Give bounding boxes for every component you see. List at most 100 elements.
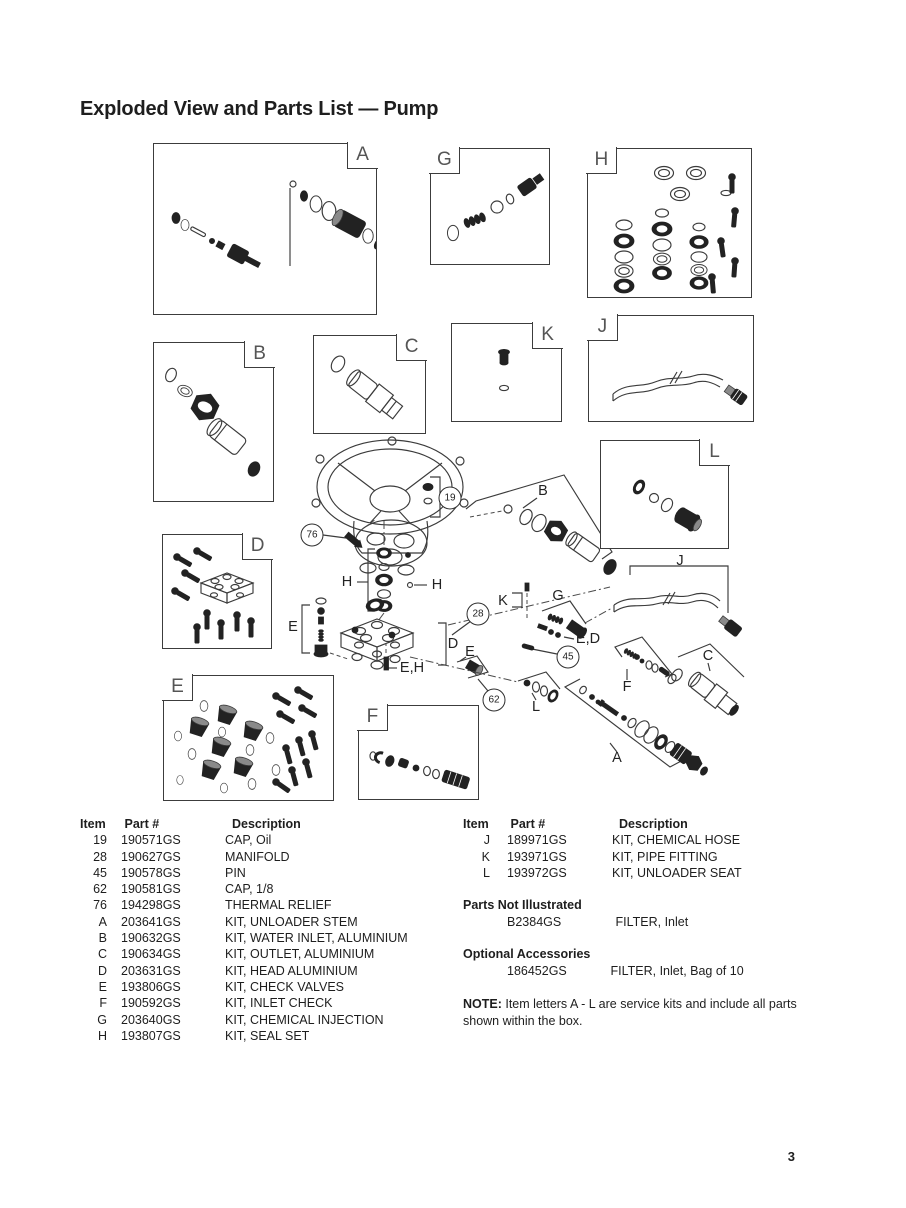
exploded-art-a — [171, 180, 376, 269]
parts-cell-item: A — [98, 914, 107, 929]
diagram-box-label-b: B — [243, 341, 275, 369]
parts-cell-description: KIT, CHEMICAL INJECTION — [225, 1012, 384, 1027]
parts-not-illustrated-row: B2384GS FILTER, Inlet — [463, 914, 688, 930]
callout-letter-f: F — [622, 679, 632, 695]
note-body: Item letters A - L are service kits and … — [463, 997, 797, 1028]
diagram-box-j: J — [587, 314, 754, 422]
parts-cell-part: 190627GS — [121, 849, 181, 864]
parts-cell-part: 194298GS — [121, 898, 181, 913]
parts-table-left-header: Item Part # Description — [80, 816, 408, 832]
callout-letter-h-left: H — [341, 574, 353, 590]
parts-table-row: A 203641GS KIT, UNLOADER STEM — [80, 914, 408, 930]
diagram-box-e: E — [162, 674, 334, 801]
optional-accessories-section: Optional Accessories 186452GS FILTER, In… — [463, 946, 744, 979]
parts-cell-description: KIT, UNLOADER STEM — [225, 914, 358, 929]
diagram-box-label-l: L — [698, 439, 730, 467]
parts-not-illustrated-title: Parts Not Illustrated — [463, 898, 582, 912]
parts-not-illustrated-section: Parts Not Illustrated B2384GS FILTER, In… — [463, 897, 688, 930]
callout-number-76: 76 — [300, 523, 324, 547]
callout-letter-e-d: E,D — [575, 631, 601, 647]
exploded-art-f — [369, 751, 470, 790]
exploded-art-l — [632, 479, 702, 532]
page-number: 3 — [787, 1149, 795, 1164]
parts-cell-description: KIT, WATER INLET, ALUMINIUM — [225, 931, 408, 946]
callout-letter-e-h: E,H — [399, 660, 425, 676]
parts-cell-item: G — [97, 1012, 107, 1027]
diagram-box-g: G — [429, 147, 550, 265]
parts-table-right-header: Item Part # Description — [463, 816, 742, 832]
exploded-art-d — [169, 545, 255, 644]
parts-cell-item: L — [483, 865, 490, 880]
page-title: Exploded View and Parts List — Pump — [80, 98, 439, 120]
callout-letter-k: K — [498, 593, 508, 609]
parts-cell-description: KIT, CHECK VALVES — [225, 979, 345, 994]
parts-cell-item: 28 — [93, 849, 107, 864]
note-text: NOTE: Item letters A - L are service kit… — [463, 996, 835, 1029]
callout-letter-a: A — [612, 750, 622, 766]
diagram-box-b: B — [153, 341, 275, 502]
callout-letter-h-right: H — [431, 577, 443, 593]
parts-cell-part: B2384GS — [507, 915, 562, 929]
diagram-box-label-d: D — [241, 533, 273, 561]
header-part: Part # — [124, 817, 160, 831]
diagram-box-c: C — [313, 334, 427, 434]
parts-table-row: 19 190571GS CAP, Oil — [80, 832, 408, 848]
diagram-box-d: D — [162, 533, 273, 649]
callout-number-62: 62 — [482, 688, 506, 712]
parts-cell-description: KIT, UNLOADER SEAT — [612, 865, 742, 880]
parts-cell-part: 190571GS — [121, 833, 181, 848]
callout-letter-j: J — [676, 553, 684, 569]
parts-cell-item: F — [99, 996, 107, 1011]
header-item: Item — [463, 817, 489, 831]
parts-cell-description: CAP, Oil — [225, 833, 272, 848]
parts-cell-part: 193972GS — [507, 865, 567, 880]
parts-cell-part: 190634GS — [121, 947, 181, 962]
parts-cell-part: 203631GS — [121, 963, 181, 978]
parts-cell-part: 190632GS — [121, 931, 181, 946]
callout-letter-e-left: E — [288, 619, 298, 635]
header-description: Description — [618, 817, 688, 831]
diagram-box-label-g: G — [429, 147, 461, 175]
diagram-box-label-f: F — [357, 704, 389, 732]
diagram-box-l: L — [600, 439, 730, 549]
header-description: Description — [231, 817, 301, 831]
parts-cell-part: 193971GS — [507, 849, 567, 864]
callout-number-28: 28 — [466, 602, 490, 626]
callout-number-19: 19 — [438, 486, 462, 510]
parts-cell-part: 189971GS — [507, 833, 567, 848]
parts-cell-item: 45 — [93, 865, 107, 880]
parts-cell-item: 19 — [93, 833, 107, 848]
header-part: Part # — [510, 817, 546, 831]
diagram-box-label-e: E — [162, 674, 194, 702]
parts-cell-description: THERMAL RELIEF — [225, 898, 332, 913]
parts-cell-description: KIT, INLET CHECK — [225, 996, 333, 1011]
diagram-box-label-j: J — [587, 314, 619, 342]
parts-cell-item: K — [481, 849, 490, 864]
callout-letter-c: C — [702, 648, 714, 664]
callout-letter-g: G — [552, 588, 564, 604]
callout-number-45: 45 — [556, 645, 580, 669]
parts-cell-item: 76 — [93, 898, 107, 913]
parts-cell-part: 203640GS — [121, 1012, 181, 1027]
callout-letter-d: D — [447, 636, 459, 652]
parts-table-row: G 203640GS KIT, CHEMICAL INJECTION — [80, 1012, 408, 1028]
callout-letter-l: L — [531, 699, 541, 715]
parts-cell-description: FILTER, Inlet — [615, 915, 689, 929]
parts-table-left: Item Part # Description 19 190571GS CAP, O… — [80, 816, 408, 1044]
diagram-box-label-k: K — [531, 322, 563, 350]
exploded-art-b — [165, 367, 261, 477]
diagram-box-f: F — [357, 704, 479, 800]
callout-letter-e-mid: E — [465, 644, 475, 660]
parts-cell-part: 203641GS — [121, 914, 181, 929]
parts-cell-part: 193806GS — [121, 979, 181, 994]
